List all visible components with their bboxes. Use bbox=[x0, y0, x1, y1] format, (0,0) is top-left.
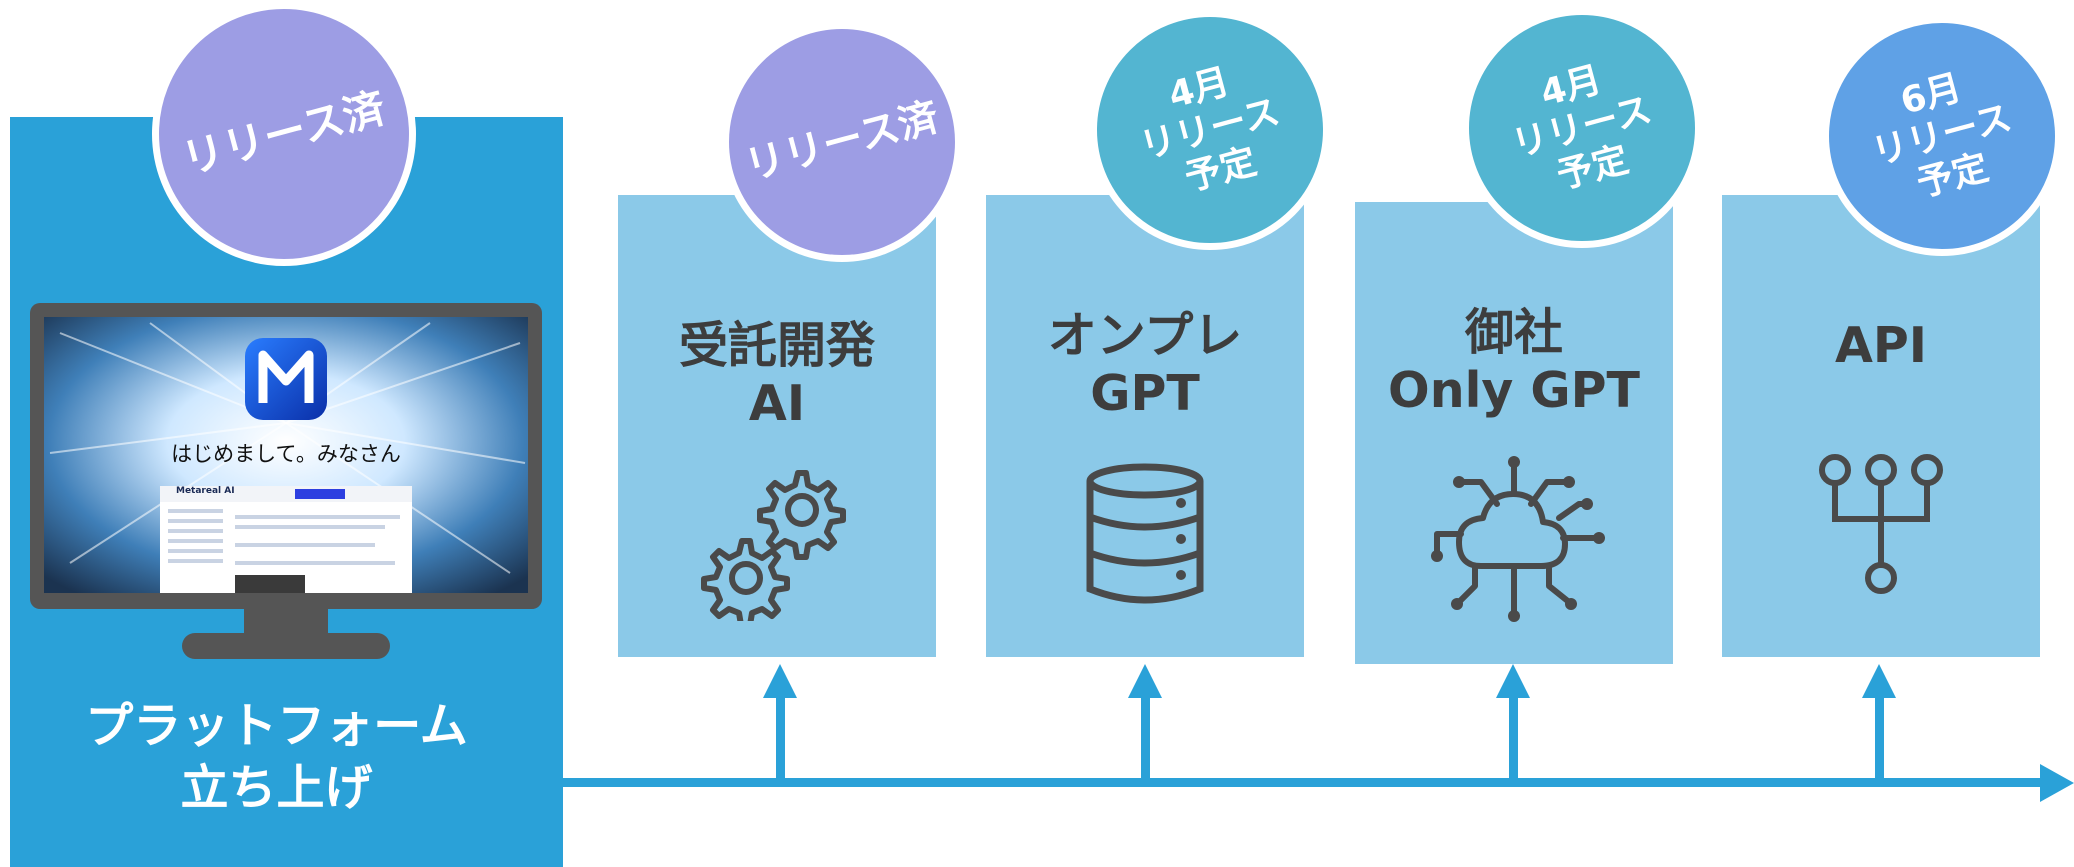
arrow-stem-contract-ai bbox=[776, 696, 785, 780]
status-badge-onprem-gpt: 4月 リリース 予定 bbox=[1090, 10, 1330, 250]
platform-title: プラットフォーム 立ち上げ bbox=[85, 698, 468, 816]
arrow-up-company-only-gpt bbox=[1496, 664, 1530, 698]
arrow-up-onprem-gpt bbox=[1128, 664, 1162, 698]
status-badge-label: 4月 リリース 予定 bbox=[1135, 61, 1284, 200]
arrow-stem-api bbox=[1875, 696, 1884, 780]
status-badge-label: リリース済 bbox=[177, 82, 391, 185]
gears-icon bbox=[701, 470, 846, 621]
card-title: 受託開発 AI bbox=[678, 317, 875, 432]
card-onprem-gpt: オンプレ GPT bbox=[986, 195, 1304, 657]
card-api: API bbox=[1722, 195, 2040, 657]
status-badge-label: 4月 リリース 予定 bbox=[1507, 59, 1656, 198]
card-company-only-gpt: 御社 Only GPT bbox=[1355, 202, 1673, 664]
card-title: API bbox=[1834, 317, 1928, 374]
database-icon bbox=[1086, 463, 1204, 604]
card-contract-ai: 受託開発 AI bbox=[618, 195, 936, 657]
arrow-up-api bbox=[1862, 664, 1896, 698]
cloud-network-icon bbox=[1431, 456, 1605, 622]
monitor-illustration bbox=[30, 303, 542, 659]
status-badge-contract-ai: リリース済 bbox=[722, 22, 962, 262]
status-badge-label: リリース済 bbox=[740, 94, 944, 190]
status-badge-api: 6月 リリース 予定 bbox=[1822, 16, 2062, 256]
arrow-stem-onprem-gpt bbox=[1141, 696, 1150, 780]
arrow-up-contract-ai bbox=[763, 664, 797, 698]
screen-hero-text: はじめまして。みなさん bbox=[171, 442, 401, 466]
card-title: オンプレ GPT bbox=[1047, 307, 1243, 422]
card-title: 御社 Only GPT bbox=[1388, 304, 1640, 419]
timeline-arrowhead bbox=[2040, 764, 2074, 802]
hierarchy-icon bbox=[1819, 454, 1943, 594]
status-badge-label: 6月 リリース 予定 bbox=[1867, 67, 2016, 206]
status-badge-company-only-gpt: 4月 リリース 予定 bbox=[1462, 8, 1702, 248]
arrow-stem-company-only-gpt bbox=[1509, 696, 1518, 780]
status-badge-platform: リリース済 bbox=[152, 2, 416, 266]
screen-app-name: Metareal AI bbox=[176, 486, 235, 496]
timeline-axis bbox=[563, 778, 2053, 787]
